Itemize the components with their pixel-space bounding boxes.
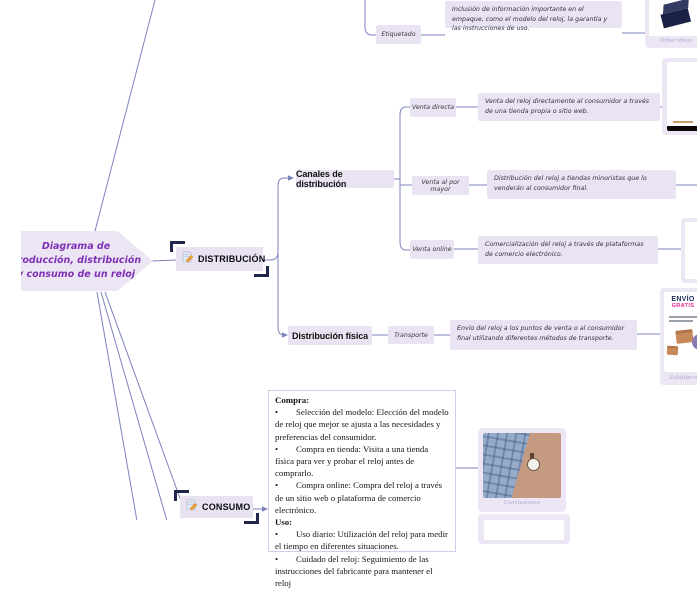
transporte-description[interactable]: Envío del reloj a los puntos de venta o … bbox=[450, 320, 637, 350]
venta-directa-image-card[interactable] bbox=[662, 58, 697, 135]
image-caption: Other ideas bbox=[659, 38, 693, 44]
consumo-label: CONSUMO bbox=[202, 502, 251, 512]
distribucion-label: DISTRIBUCIÓN bbox=[198, 254, 266, 264]
uso-heading: Uso: bbox=[275, 517, 293, 528]
image-caption: Subtópico bbox=[668, 375, 697, 381]
partial-image-card[interactable] bbox=[478, 514, 570, 544]
consumo-image-card[interactable]: Conclusiones bbox=[478, 428, 566, 512]
consumo-node[interactable]: CONSUMO bbox=[174, 490, 259, 524]
main-topic-line: Diagrama de bbox=[41, 241, 111, 252]
list-item: •Compra en tienda: Visita a una tienda f… bbox=[275, 443, 429, 479]
venta-online-description[interactable]: Comercialización del reloj a través de p… bbox=[478, 236, 658, 264]
transporte-node[interactable]: Transporte bbox=[388, 326, 434, 344]
main-topic-line: producción, distribución bbox=[10, 255, 142, 266]
venta-directa-description[interactable]: Venta del reloj directamente al consumid… bbox=[478, 93, 660, 121]
venta-online-image-card[interactable] bbox=[681, 218, 697, 283]
bullet: • bbox=[275, 443, 279, 454]
transporte-image-card[interactable]: ENVÍO GRATIS Subtópico bbox=[660, 288, 697, 385]
wrist-watch-photo bbox=[483, 433, 561, 498]
list-item: •Cuidado del reloj: Seguimiento de las i… bbox=[275, 553, 433, 589]
distribucion-node[interactable]: DISTRIBUCIÓN bbox=[170, 241, 269, 277]
watch-box-image bbox=[649, 0, 697, 36]
image-caption: Conclusiones bbox=[503, 500, 541, 506]
bullet: • bbox=[275, 529, 279, 540]
venta-directa-node[interactable]: Venta directa bbox=[410, 98, 456, 117]
etiquetado-description[interactable]: Inclusión de información importante en e… bbox=[445, 1, 622, 32]
list-item: •Uso diario: Utilización del reloj para … bbox=[275, 529, 448, 552]
main-topic-line: y consumo de un reloj bbox=[16, 269, 136, 280]
list-item: •Compra online: Compra del reloj a travé… bbox=[275, 480, 443, 515]
bullet: • bbox=[275, 407, 279, 418]
envio-text: ENVÍO bbox=[671, 296, 695, 303]
venta-mayor-description[interactable]: Distribución del reloj a tiendas minoris… bbox=[487, 170, 676, 199]
list-item: •Selección del modelo: Elección del mode… bbox=[275, 407, 449, 442]
etiquetado-image-card[interactable]: Other ideas bbox=[645, 0, 697, 48]
gratis-text: GRATIS bbox=[671, 303, 695, 309]
notepad-pencil-icon bbox=[182, 250, 194, 268]
venta-online-node[interactable]: Venta online bbox=[410, 240, 454, 259]
notepad-pencil-icon bbox=[186, 498, 198, 516]
bullet: • bbox=[275, 480, 279, 491]
partial-image bbox=[484, 520, 564, 540]
free-shipping-image: ENVÍO GRATIS bbox=[664, 292, 697, 372]
watch-product-image bbox=[685, 222, 697, 279]
venta-mayor-node[interactable]: Venta al por mayor bbox=[412, 176, 469, 195]
distribucion-fisica-node[interactable]: Distribución física bbox=[288, 326, 372, 345]
canales-distribucion-node[interactable]: Canales de distribución bbox=[296, 169, 394, 189]
compra-heading: Compra: bbox=[275, 395, 310, 405]
watch-ad-image bbox=[667, 62, 697, 131]
bullet: • bbox=[275, 553, 279, 564]
etiquetado-node[interactable]: Etiquetado bbox=[376, 25, 421, 44]
consumo-text-block[interactable]: Compra: •Selección del modelo: Elección … bbox=[268, 390, 456, 588]
